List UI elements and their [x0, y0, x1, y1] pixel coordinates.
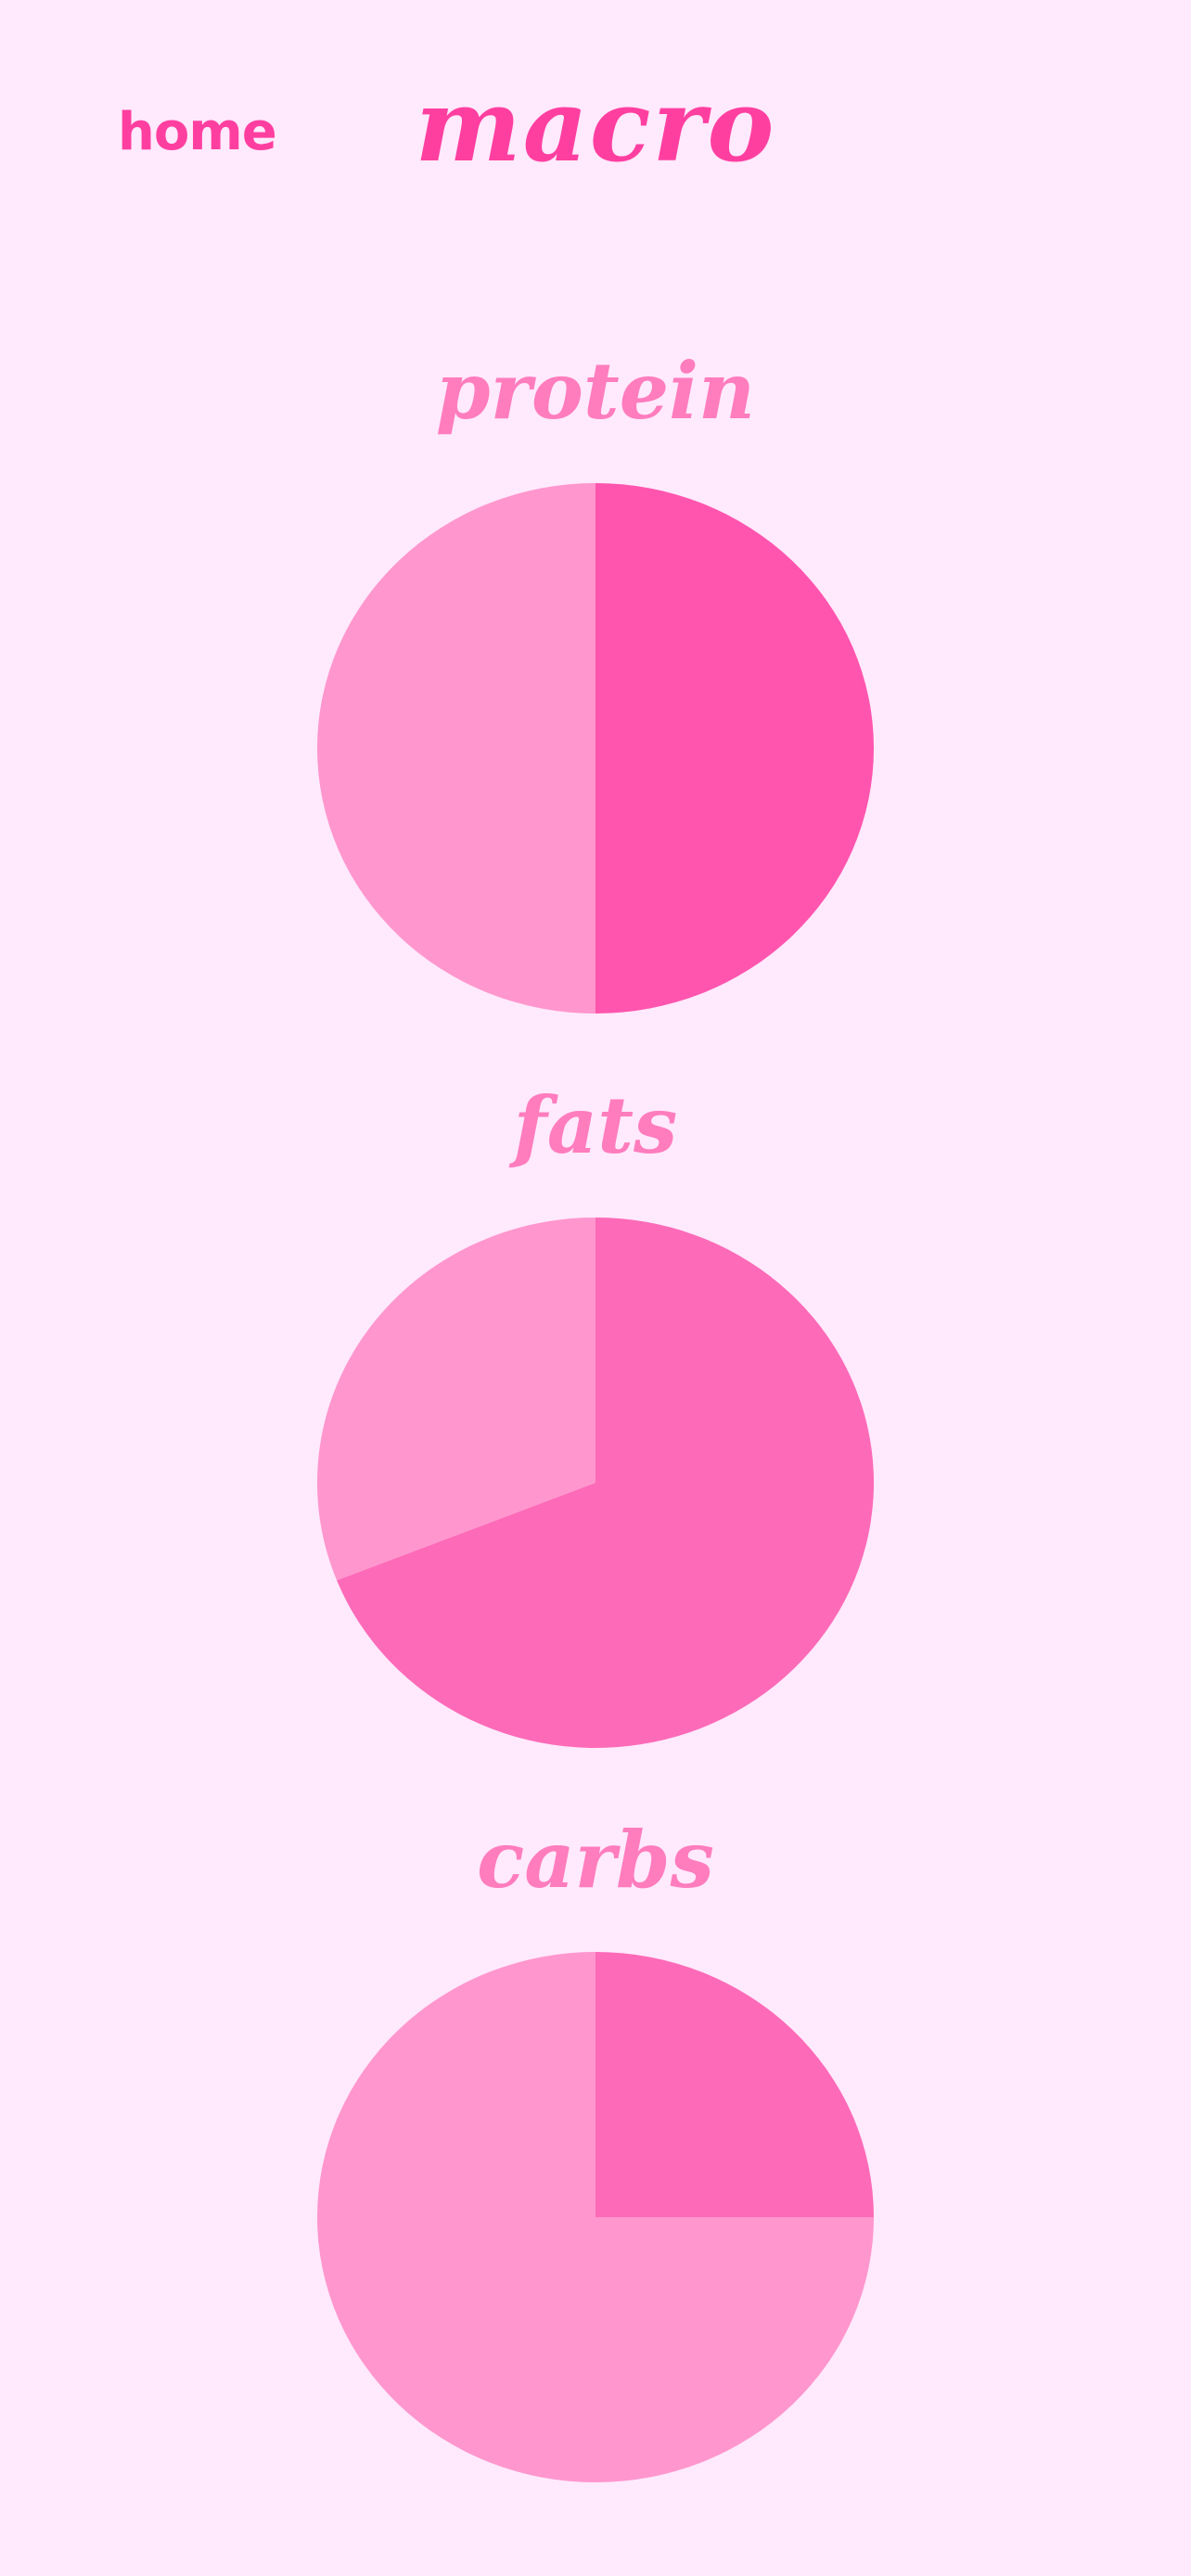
app-header: home macro: [0, 0, 1191, 278]
fats-slice-1: [317, 1218, 596, 1581]
app-title: macro: [415, 68, 776, 185]
home-link[interactable]: home: [118, 102, 277, 162]
carbs-slice-1: [317, 1952, 874, 2482]
fats-pie-chart: [317, 1218, 875, 1748]
fats-slice-0: [337, 1218, 875, 1748]
carbs-slice-0: [596, 1952, 874, 2217]
carbs-title: carbs: [477, 1814, 714, 1906]
protein-slice-0: [596, 483, 874, 1014]
protein-slice-1: [317, 483, 596, 1014]
carbs-pie-chart: [317, 1952, 874, 2482]
fats-title: fats: [513, 1079, 678, 1171]
protein-pie-chart: [317, 483, 874, 1014]
protein-title: protein: [435, 345, 756, 437]
